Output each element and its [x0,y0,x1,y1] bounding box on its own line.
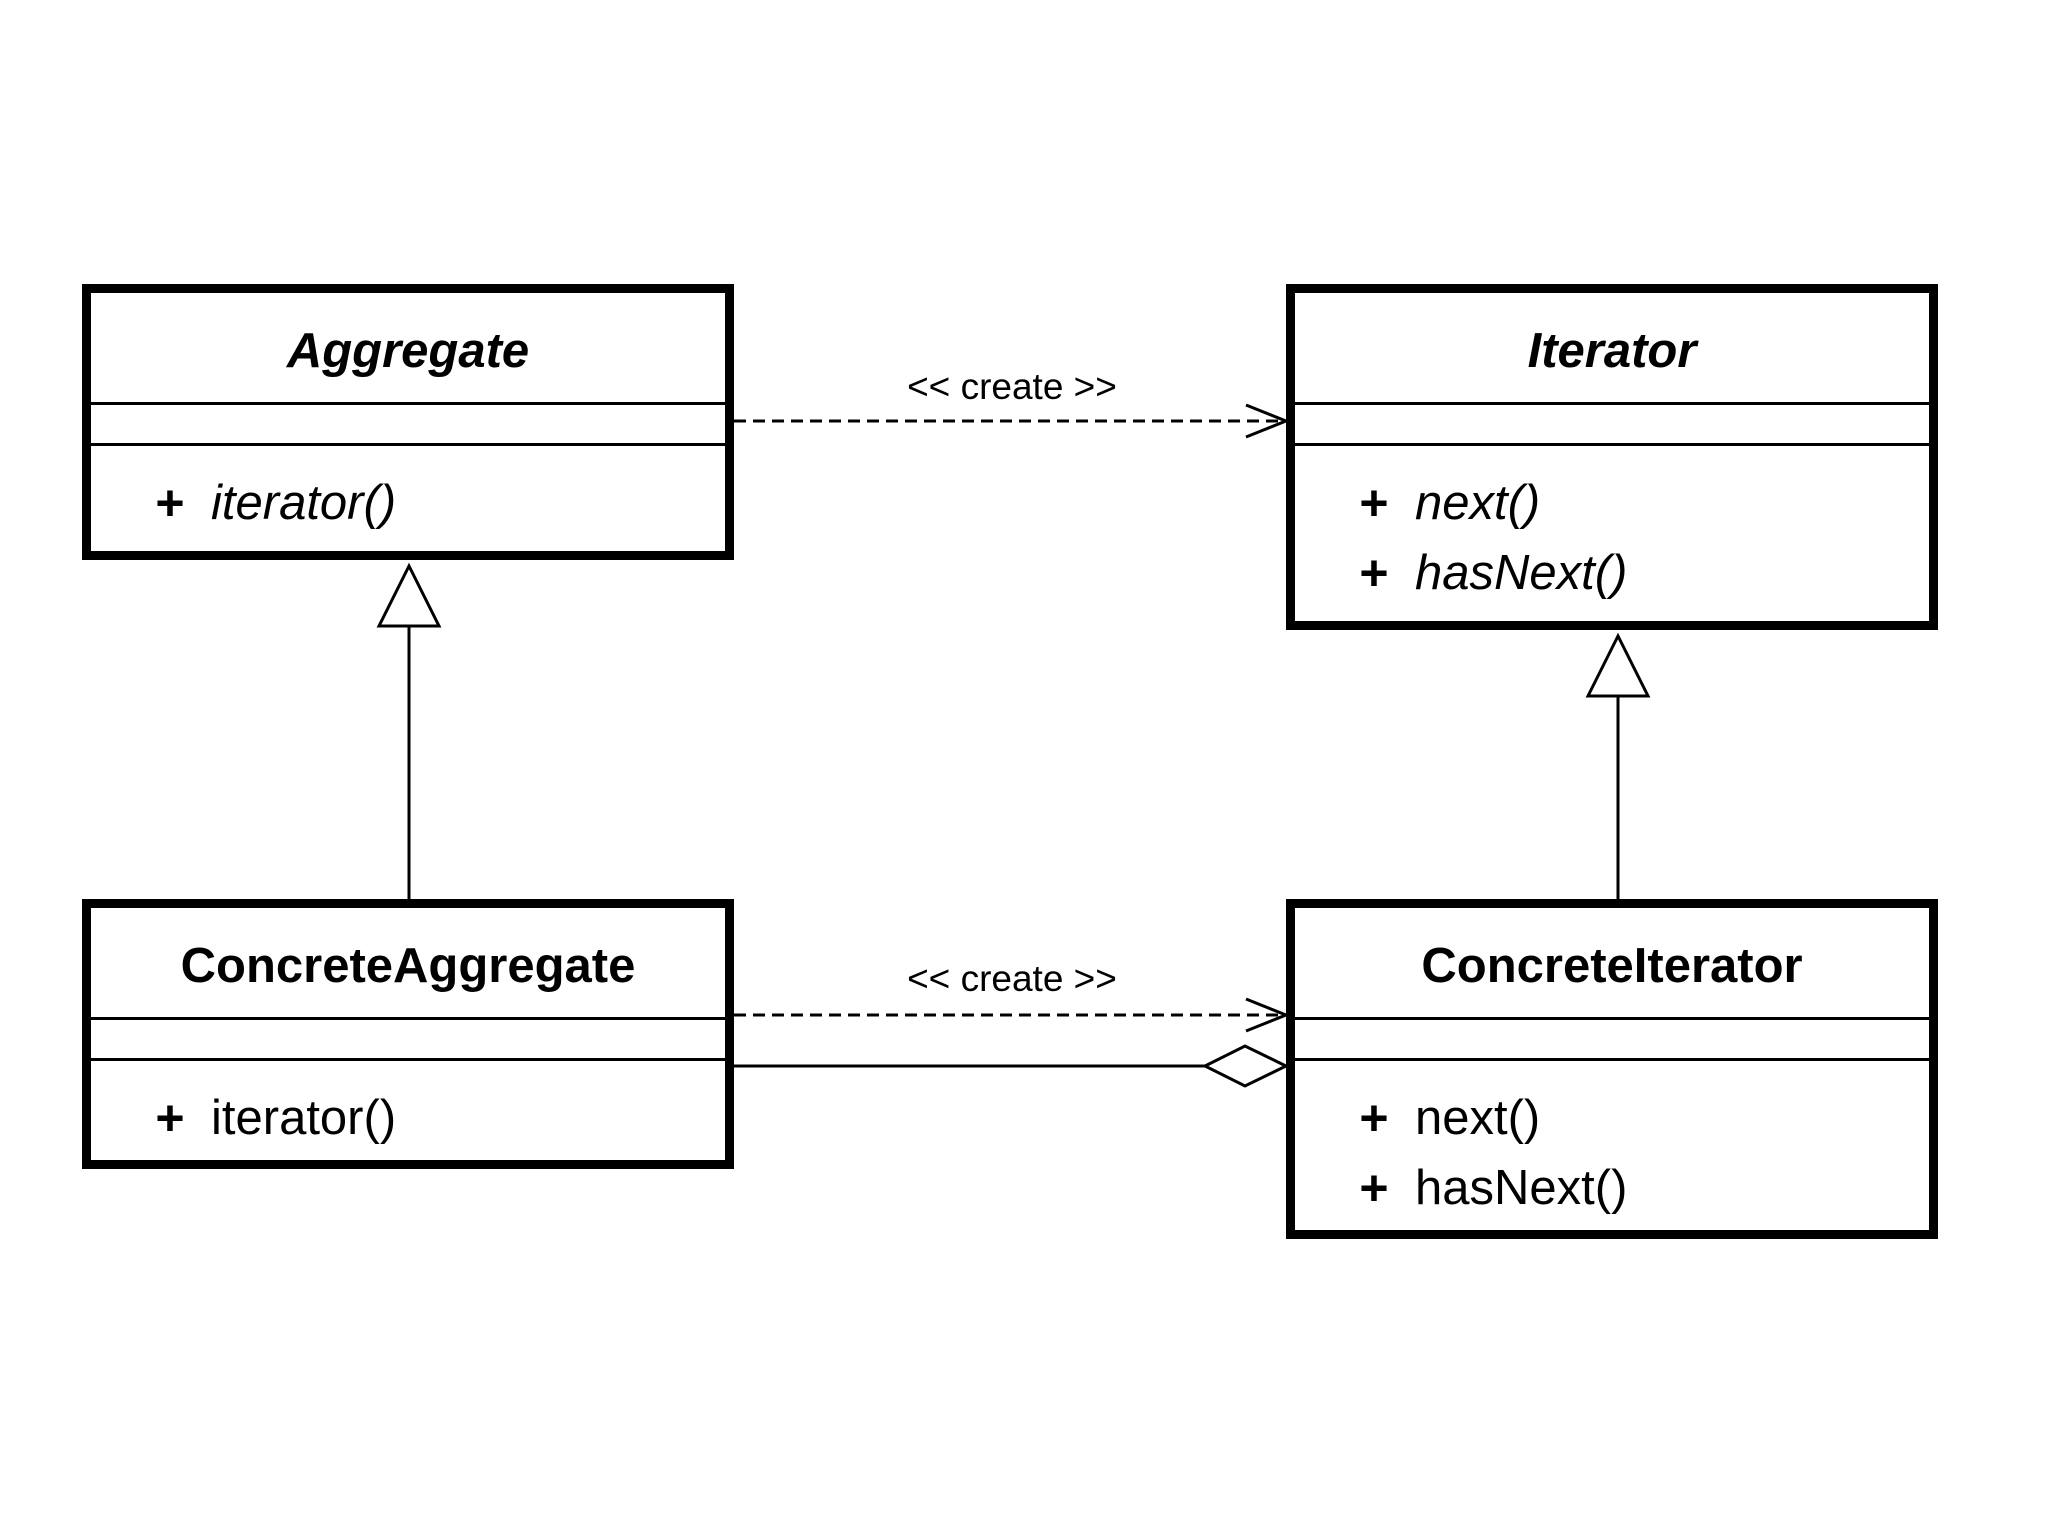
aggregate-operations: + iterator() [91,446,725,538]
visibility-marker: + [155,475,185,531]
concrete-iterator-class[interactable]: ConcreteIterator + next() + hasNext() [1286,899,1938,1239]
concrete-aggregate-class-name: ConcreteAggregate [91,908,725,1020]
concrete-aggregate-class[interactable]: ConcreteAggregate + iterator() [82,899,734,1169]
aggregate-attributes [91,405,725,446]
visibility-marker: + [1359,475,1389,531]
aggregate-class[interactable]: Aggregate + iterator() [82,284,734,560]
concrete-aggregate-operations: + iterator() [91,1061,725,1153]
visibility-marker: + [155,1090,185,1146]
aggregate-class-name: Aggregate [91,293,725,405]
concrete-iterator-operations: + next() + hasNext() [1295,1061,1929,1223]
iterator-generalization-arrowhead [1585,632,1651,698]
concrete-aggregate-attributes [91,1020,725,1061]
visibility-marker: + [1359,1090,1389,1146]
operation-row: + next() [1295,468,1929,538]
operation-row: + iterator() [91,1083,725,1153]
operation-name: hasNext() [1415,546,1628,600]
top-create-label: << create >> [907,366,1117,407]
concrete-iterator-attributes [1295,1020,1929,1061]
iterator-class[interactable]: Iterator + next() + hasNext() [1286,284,1938,630]
aggregate-generalization-arrowhead [376,562,442,628]
operation-row: + hasNext() [1295,1153,1929,1223]
operation-row: + hasNext() [1295,538,1929,608]
operation-name: iterator() [211,476,397,530]
operation-name: hasNext() [1415,1161,1628,1215]
visibility-marker: + [1359,545,1389,601]
visibility-marker: + [1359,1160,1389,1216]
operation-name: iterator() [211,1091,397,1145]
operation-row: + iterator() [91,468,725,538]
iterator-class-name: Iterator [1295,293,1929,405]
operation-row: + next() [1295,1083,1929,1153]
operation-name: next() [1415,476,1541,530]
bottom-create-label: << create >> [907,958,1117,999]
iterator-operations: + next() + hasNext() [1295,446,1929,608]
iterator-attributes [1295,405,1929,446]
concrete-iterator-class-name: ConcreteIterator [1295,908,1929,1020]
operation-name: next() [1415,1091,1541,1145]
aggregation-diamond [1201,1044,1290,1088]
